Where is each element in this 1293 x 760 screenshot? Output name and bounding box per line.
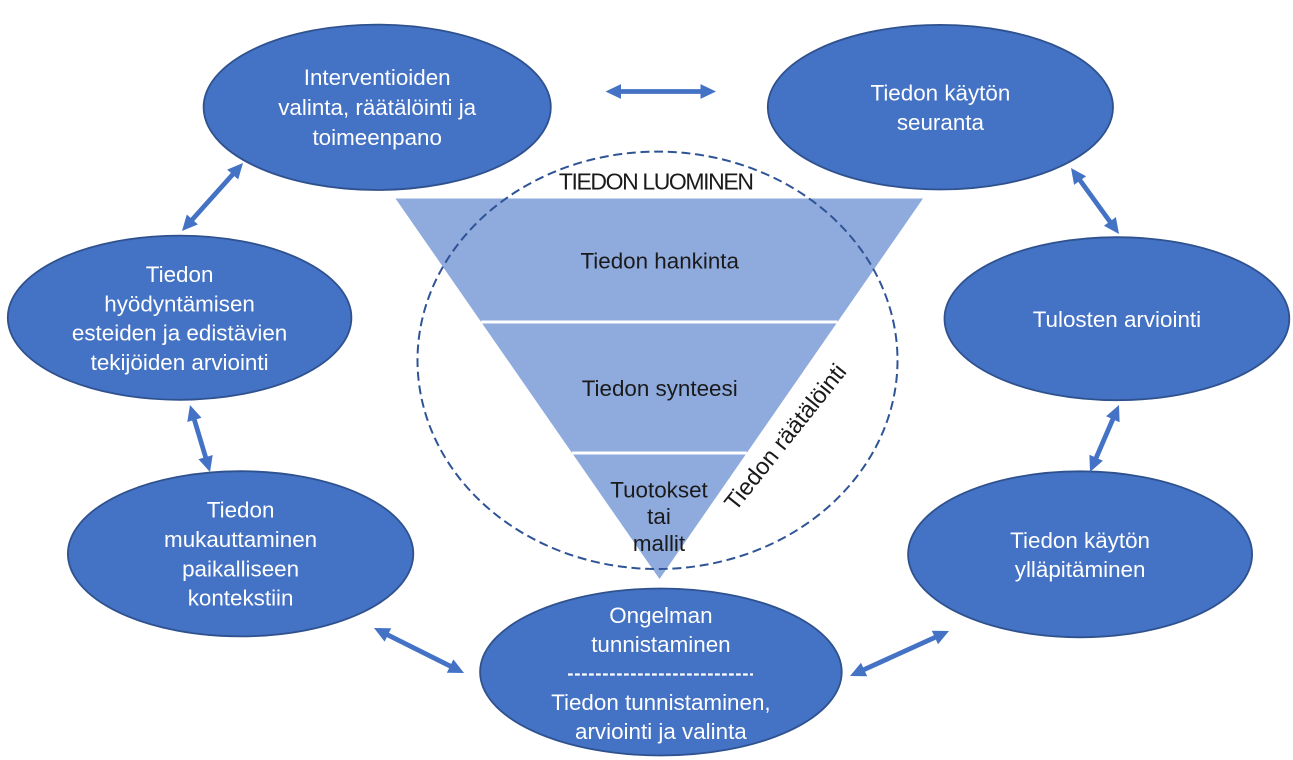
svg-text:kontekstiin: kontekstiin <box>188 586 294 611</box>
svg-text:paikalliseen: paikalliseen <box>182 556 299 581</box>
svg-text:tai: tai <box>647 504 671 529</box>
svg-text:Tiedon tunnistaminen,: Tiedon tunnistaminen, <box>551 690 770 715</box>
svg-text:Tiedon: Tiedon <box>146 262 214 287</box>
svg-text:Tuotokset: Tuotokset <box>610 477 708 502</box>
svg-text:Ongelman: Ongelman <box>609 603 712 628</box>
svg-text:hyödyntämisen: hyödyntämisen <box>104 291 255 316</box>
svg-text:arviointi ja valinta: arviointi ja valinta <box>575 719 747 744</box>
svg-text:tekijöiden arviointi: tekijöiden arviointi <box>91 350 269 375</box>
svg-text:Tiedon hankinta: Tiedon hankinta <box>580 249 739 274</box>
svg-text:tunnistaminen: tunnistaminen <box>591 632 730 657</box>
svg-text:toimeenpano: toimeenpano <box>312 125 441 150</box>
svg-text:Tiedon synteesi: Tiedon synteesi <box>582 376 738 401</box>
svg-text:Tiedon käytön: Tiedon käytön <box>870 81 1010 106</box>
svg-text:Tiedon käytön: Tiedon käytön <box>1010 528 1150 553</box>
svg-text:Interventioiden: Interventioiden <box>304 65 451 90</box>
svg-text:mallit: mallit <box>633 531 686 556</box>
svg-text:ylläpitäminen: ylläpitäminen <box>1015 557 1146 582</box>
svg-text:valinta, räätälöinti ja: valinta, räätälöinti ja <box>278 95 476 120</box>
svg-text:Tulosten arviointi: Tulosten arviointi <box>1033 307 1201 332</box>
svg-text:seuranta: seuranta <box>897 110 985 135</box>
svg-text:TIEDON LUOMINEN: TIEDON LUOMINEN <box>559 169 753 195</box>
svg-text:mukauttaminen: mukauttaminen <box>164 527 317 552</box>
svg-text:esteiden ja edistävien: esteiden ja edistävien <box>72 321 287 346</box>
svg-text:Tiedon: Tiedon <box>207 498 275 523</box>
